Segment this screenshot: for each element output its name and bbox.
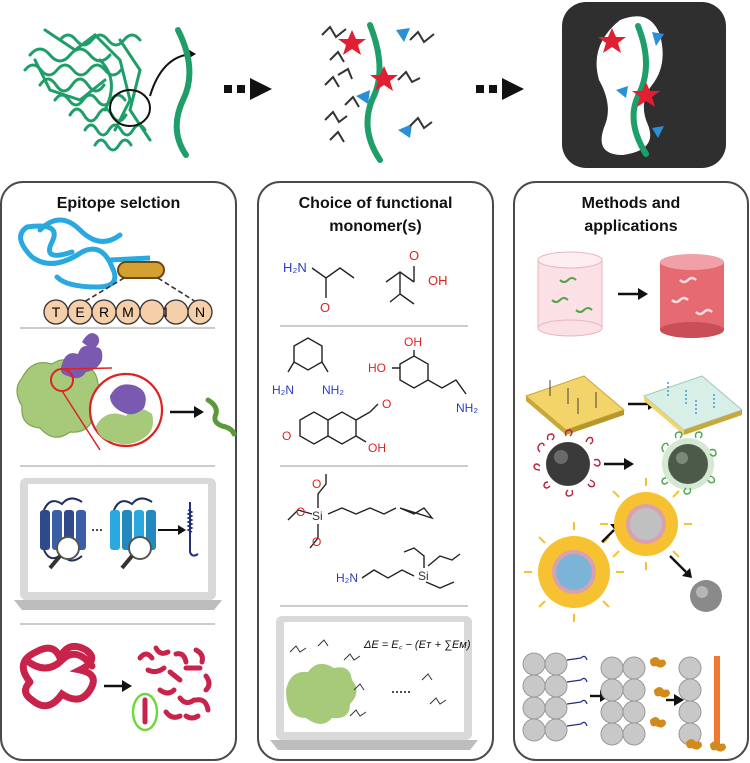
label-o-silane-2: O <box>296 505 305 519</box>
label-o-silane-3: O <box>312 535 321 549</box>
core-shell-nanoparticle-large <box>524 522 624 622</box>
label-oh: OH <box>428 273 448 288</box>
monomer-star-icon <box>338 30 398 91</box>
binding-energy-equation: ΔE = E꜀ − (Eᴛ + ∑Eᴍ) <box>363 639 471 651</box>
label-si-glycidoxy: Si <box>312 509 323 523</box>
label-h2n-silane: H₂N <box>336 571 358 585</box>
panel-title-methods-line2: applications <box>514 215 748 238</box>
bulk-polymer-cylinder-before <box>538 252 602 336</box>
unfolded-protein-chain <box>110 258 150 260</box>
progress-arrow-2 <box>476 78 524 100</box>
laptop-base <box>270 740 478 750</box>
bulk-polymer-cylinder-after <box>660 254 724 338</box>
panel-title-monomer-line2: monomer(s) <box>258 215 493 238</box>
laptop-base <box>14 600 222 610</box>
termin-letter-t: T <box>52 304 61 320</box>
label-ho: HO <box>368 361 386 375</box>
panel-title-methods-line1: Methods and <box>514 192 748 215</box>
panel-title-epitope: Epitope selction <box>1 192 236 215</box>
termin-letter-r: R <box>99 304 109 320</box>
label-h2n: H₂N <box>283 260 307 275</box>
label-nh2-b: NH₂ <box>456 401 478 415</box>
termin-letter-n: N <box>195 304 205 320</box>
label-o: O <box>320 300 330 315</box>
terminus-capsule <box>118 262 164 278</box>
label-oh-coumarin: OH <box>368 441 386 455</box>
label-h2n-a: H₂N <box>272 383 294 397</box>
label-o-ether: O <box>382 397 391 411</box>
label-nh2-a: NH₂ <box>322 383 344 397</box>
eluted-core-particle <box>690 580 722 612</box>
zoom-guide-line <box>62 368 112 369</box>
label-o-silane-1: O <box>312 477 321 491</box>
panel-title-monomer-line1: Choice of functional <box>258 192 493 215</box>
epitope-peptide-strand <box>177 30 190 155</box>
termin-letter-m: M <box>122 304 134 320</box>
termin-letter-i: I <box>164 304 168 320</box>
label-o-lactone: O <box>282 429 291 443</box>
label-ho-top: OH <box>404 335 422 349</box>
termin-letter-e: E <box>75 304 84 320</box>
label-si-amino: Si <box>418 569 429 583</box>
label-o: O <box>409 248 419 263</box>
progress-arrow-1 <box>224 78 272 100</box>
